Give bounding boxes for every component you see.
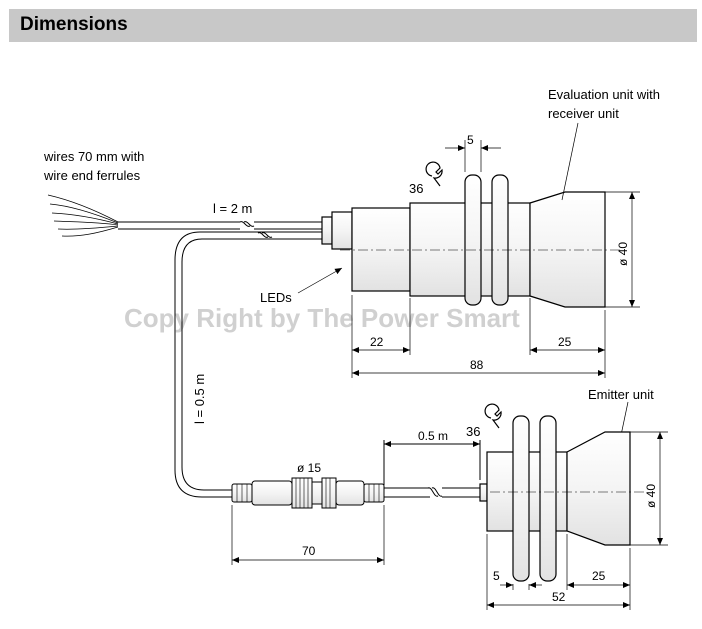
wrench-icon-emitter xyxy=(484,403,502,429)
emitter-dia-40: ø 40 xyxy=(644,484,658,508)
cable-length-top: l = 2 m xyxy=(213,201,252,216)
wrench-icon xyxy=(425,161,443,187)
emitter-body xyxy=(479,415,631,582)
emitter-cable-length: 0.5 m xyxy=(418,429,448,443)
receiver-nut-width: 5 xyxy=(467,133,474,147)
emitter-dim-lines xyxy=(486,431,668,610)
evaluation-label-1: Evaluation unit with xyxy=(548,87,660,102)
leds-label: LEDs xyxy=(260,290,292,305)
receiver-body xyxy=(321,174,606,308)
emitter-cable xyxy=(383,440,481,498)
receiver-dim-22: 22 xyxy=(370,335,384,349)
receiver-dim-25: 25 xyxy=(558,335,572,349)
emitter-dim-52: 52 xyxy=(552,590,566,604)
evaluation-label-2: receiver unit xyxy=(548,106,619,121)
watermark-text: Copy Right by The Power Smart xyxy=(124,303,520,333)
emitter-label: Emitter unit xyxy=(588,387,654,402)
emitter-dim-5: 5 xyxy=(493,569,500,583)
cable-length-mid: l = 0.5 m xyxy=(192,374,207,424)
connector-diameter: ø 15 xyxy=(297,461,321,475)
receiver-dim-88: 88 xyxy=(470,358,484,372)
receiver-wrench-size: 36 xyxy=(409,181,423,196)
connector-knurl xyxy=(236,478,380,508)
emitter-dim-25: 25 xyxy=(592,569,606,583)
emitter-wrench-size: 36 xyxy=(466,424,480,439)
receiver-dim-lines xyxy=(297,122,640,441)
connector-dim-70: 70 xyxy=(302,544,316,558)
wire-ends xyxy=(47,194,119,237)
wires-label-2: wire end ferrules xyxy=(43,168,141,183)
top-cable xyxy=(118,221,322,498)
connector-dim-lines xyxy=(231,505,385,565)
section-header: Dimensions xyxy=(9,9,697,42)
wires-label-1: wires 70 mm with xyxy=(43,149,144,164)
receiver-dia-40: ø 40 xyxy=(616,242,630,266)
section-title: Dimensions xyxy=(20,14,128,35)
